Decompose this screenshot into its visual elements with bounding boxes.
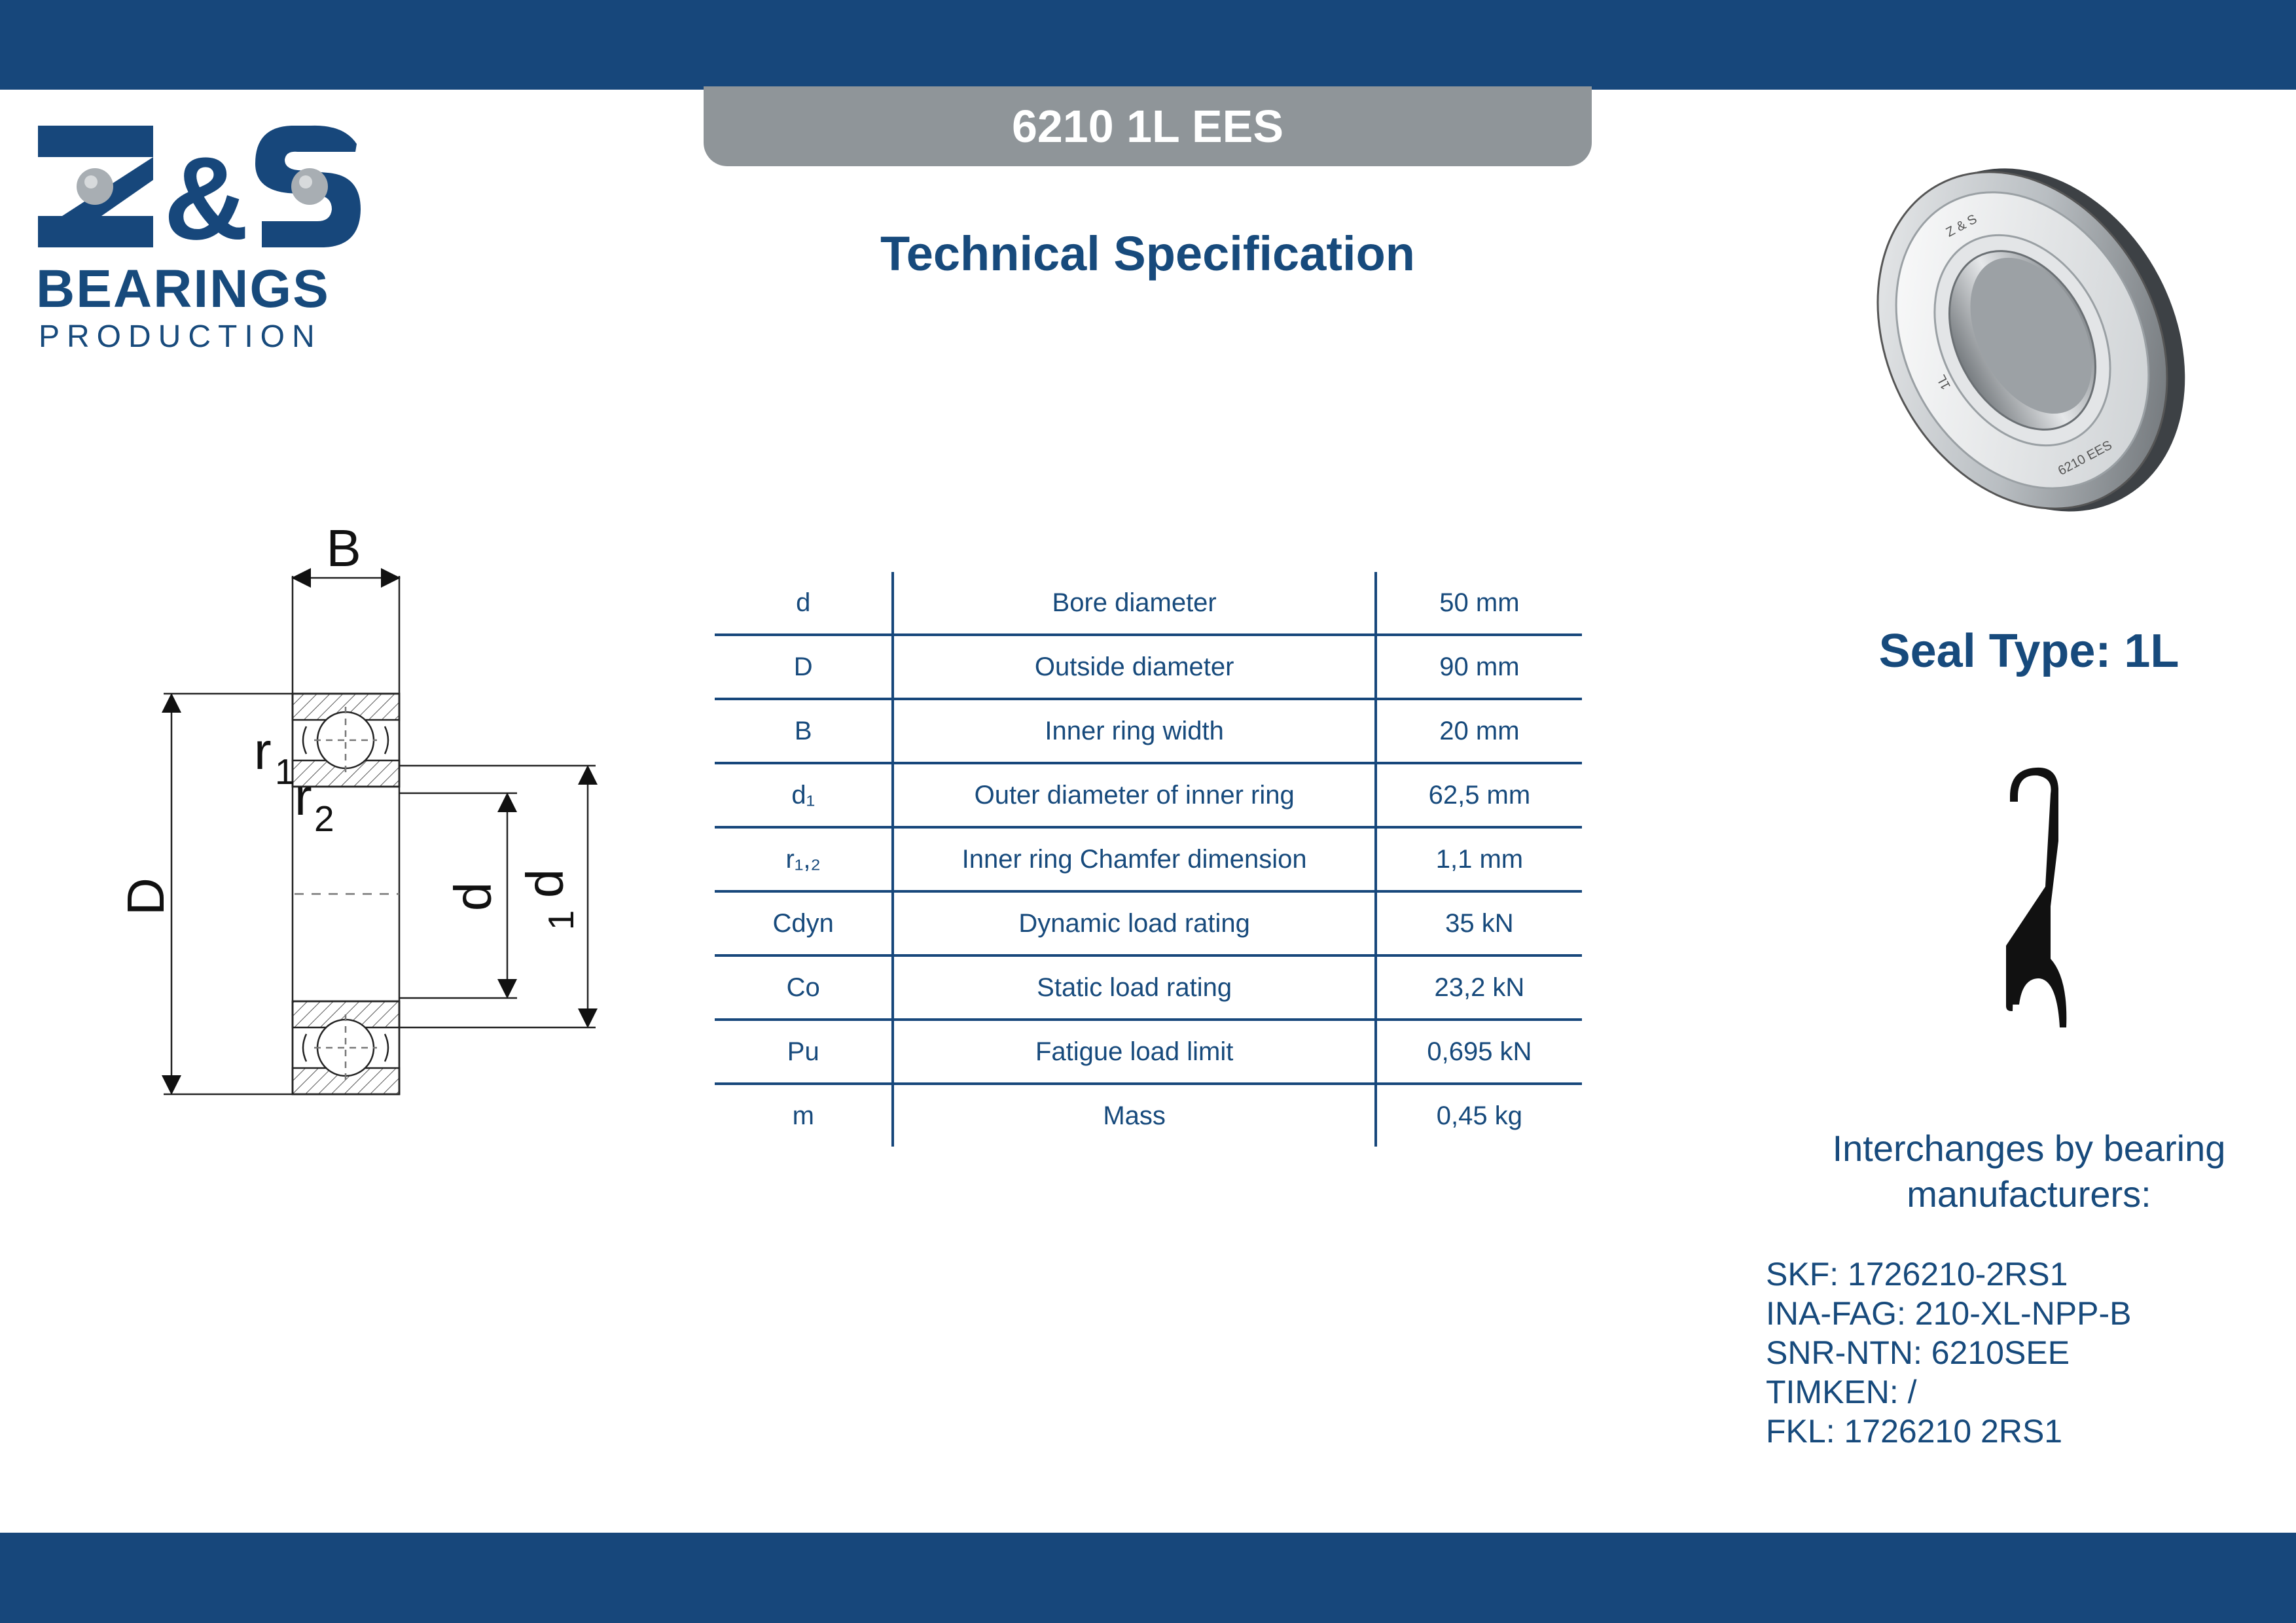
list-item: INA-FAG: 210-XL-NPP-B xyxy=(1766,1295,2132,1332)
logo-mark: & xyxy=(38,125,361,264)
label-d1-subscript: 1 xyxy=(541,910,581,931)
spec-description: Outside diameter xyxy=(893,635,1377,700)
bearing-product-image: Z & S 1L 6210 EES xyxy=(1876,168,2185,512)
spec-value: 1,1 mm xyxy=(1375,827,1582,893)
list-item: SNR-NTN: 6210SEE xyxy=(1766,1334,2070,1371)
spec-description: Static load rating xyxy=(893,955,1377,1021)
label-r2-subscript: 2 xyxy=(314,798,334,839)
spec-description: Inner ring Chamfer dimension xyxy=(893,827,1377,893)
spec-value: 35 kN xyxy=(1375,891,1582,957)
spec-value: 50 mm xyxy=(1375,572,1582,636)
spec-value: 0,45 kg xyxy=(1436,1101,1522,1130)
spec-symbol: d₁ xyxy=(715,763,895,829)
spec-description: Inner ring width xyxy=(893,699,1377,764)
company-logo: & BEARINGS PRODUCTION xyxy=(36,118,370,360)
product-code-tab: 6210 1L EES xyxy=(704,86,1592,166)
bearing-cross-section-drawing: B D d d 1 r 1 r 2 xyxy=(117,519,598,1096)
label-r1: r xyxy=(254,722,272,780)
list-item: TIMKEN: / xyxy=(1766,1374,1917,1410)
label-r2: r xyxy=(295,768,312,826)
product-code: 6210 1L EES xyxy=(1011,101,1284,152)
top-banner xyxy=(0,0,2296,90)
spec-symbol: B xyxy=(715,699,895,764)
logo-brand-name: BEARINGS xyxy=(36,259,330,319)
label-D: D xyxy=(117,878,175,916)
spec-value: 0,695 kN xyxy=(1375,1020,1582,1085)
spec-value: 62,5 mm xyxy=(1375,763,1582,829)
spec-symbol: r₁,₂ xyxy=(715,827,895,893)
spec-symbol: Pu xyxy=(715,1020,895,1085)
svg-text:&: & xyxy=(164,133,249,255)
spec-description: Mass xyxy=(893,1084,1377,1147)
spec-description: Bore diameter xyxy=(893,572,1377,636)
spec-symbol: d xyxy=(715,572,895,636)
page-heading: Technical Specification xyxy=(880,226,1415,281)
interchange-list: SKF: 1726210-2RS1 INA-FAG: 210-XL-NPP-B … xyxy=(1766,1255,2263,1451)
interchange-title: Interchanges by bearing manufacturers: xyxy=(1767,1126,2291,1217)
label-r1-subscript: 1 xyxy=(275,751,295,792)
spec-symbol: Cdyn xyxy=(715,891,895,957)
spec-value: 23,2 kN xyxy=(1375,955,1582,1021)
list-item: FKL: 1726210 2RS1 xyxy=(1766,1413,2063,1450)
spec-symbol: m xyxy=(715,1084,895,1147)
list-item: SKF: 1726210-2RS1 xyxy=(1766,1256,2068,1293)
spec-value: 20 mm xyxy=(1375,699,1582,764)
seal-profile-icon xyxy=(2006,767,2067,1027)
interchange-title-line2: manufacturers: xyxy=(1907,1173,2151,1215)
seal-type-title: Seal Type: 1L xyxy=(1878,625,2179,677)
interchange-title-line1: Interchanges by bearing xyxy=(1832,1128,2226,1169)
spec-description: Outer diameter of inner ring xyxy=(893,763,1377,829)
label-B: B xyxy=(326,519,361,577)
logo-tagline: PRODUCTION xyxy=(39,319,322,354)
spec-symbol: Co xyxy=(715,955,895,1021)
label-d: d xyxy=(444,882,502,912)
spec-value: 90 mm xyxy=(1375,635,1582,700)
label-d1: d xyxy=(516,869,574,899)
spec-description: Dynamic load rating xyxy=(893,891,1377,957)
bottom-banner xyxy=(0,1533,2296,1623)
spec-symbol: D xyxy=(715,635,895,700)
spec-description: Fatigue load limit xyxy=(893,1020,1377,1085)
